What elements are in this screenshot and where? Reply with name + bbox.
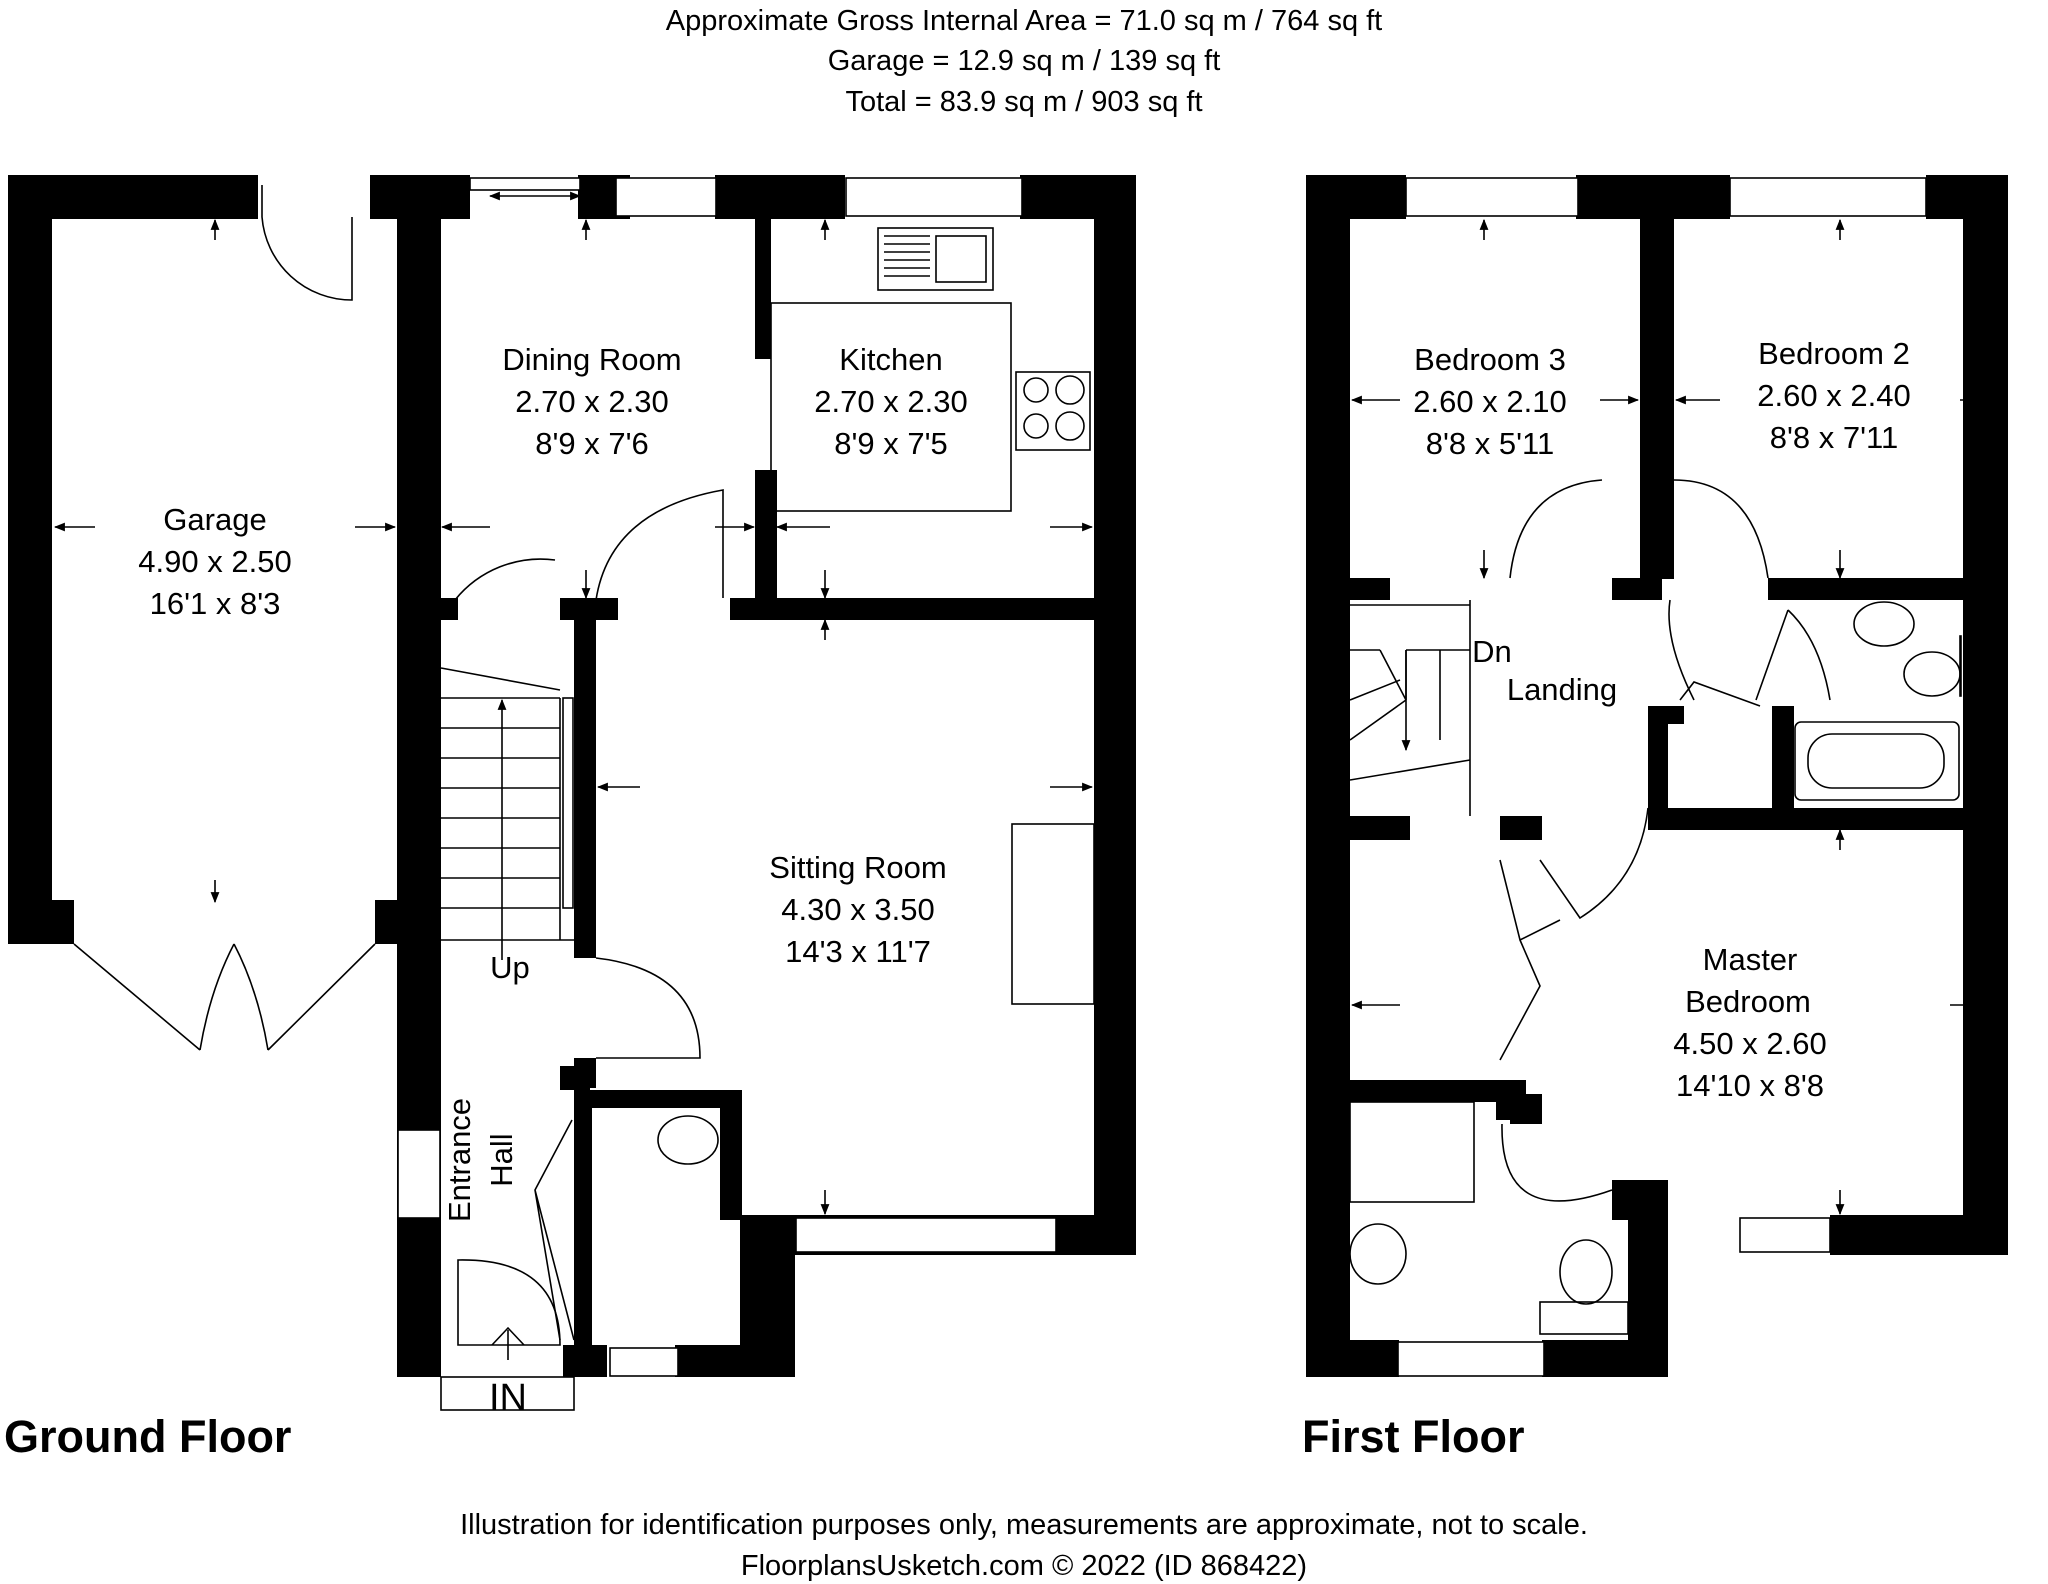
room-label-kitchen: Kitchen 2.70 x 2.30 8'9 x 7'5: [814, 342, 967, 461]
chimney-breast: [1011, 823, 1095, 1005]
ground-dimension-arrows: [53, 218, 1094, 1216]
room-label-sitting: Sitting Room 4.30 x 3.50 14'3 x 11'7: [769, 850, 946, 969]
ensuite-window: [1397, 1341, 1545, 1377]
ensuite-toilet-icon: [1559, 1239, 1613, 1305]
room-label-garage: Garage 4.90 x 2.50 16'1 x 8'3: [138, 502, 291, 621]
svg-text:Bedroom 3: Bedroom 3: [1414, 342, 1566, 377]
copyright-text: FloorplansUsketch.com © 2022 (ID 868422): [741, 1550, 1307, 1582]
bedroom2-door: [1673, 479, 1769, 579]
bedroom3-window: [1405, 177, 1579, 217]
patio-door: [469, 177, 581, 191]
svg-text:2.70 x 2.30: 2.70 x 2.30: [814, 384, 967, 419]
svg-text:4.90 x 2.50: 4.90 x 2.50: [138, 544, 291, 579]
svg-text:Master: Master: [1703, 942, 1798, 977]
garage-double-doors: [73, 943, 376, 1051]
ground-floor-title: Ground Floor: [4, 1411, 291, 1462]
svg-text:Sitting Room: Sitting Room: [769, 850, 946, 885]
svg-text:4.50 x 2.60: 4.50 x 2.60: [1673, 1026, 1826, 1061]
master-door: [1539, 807, 1649, 920]
room-label-bedroom2: Bedroom 2 2.60 x 2.40 8'8 x 7'11: [1757, 336, 1910, 455]
wc-door: [534, 1119, 575, 1341]
first-floor-title: First Floor: [1302, 1411, 1525, 1462]
ensuite-basin-icon: [1349, 1223, 1407, 1285]
bedroom2-window: [1729, 177, 1927, 217]
entrance-in-label: IN: [489, 1377, 527, 1419]
bath-icon: [1794, 721, 1960, 801]
svg-text:Entrance: Entrance: [442, 1098, 477, 1222]
svg-text:Bedroom 2: Bedroom 2: [1758, 336, 1910, 371]
landing-label: Landing: [1507, 672, 1617, 707]
room-label-dining: Dining Room 2.70 x 2.30 8'9 x 7'6: [502, 342, 681, 461]
ground-house-walls: [370, 175, 1136, 1377]
first-floor-plan: [1306, 175, 2008, 1377]
ensuite-door: [1501, 1123, 1613, 1202]
svg-text:Dining Room: Dining Room: [502, 342, 681, 377]
shower-icon: [1349, 1101, 1475, 1203]
entrance-door: [457, 1259, 561, 1346]
wc-basin-icon: [657, 1115, 719, 1165]
first-floor-walls: [1306, 175, 2008, 1377]
stairs-up-label: Up: [490, 950, 530, 985]
sitting-hall-door: [595, 957, 701, 1059]
kitchen-worktop: [770, 302, 1012, 512]
svg-text:8'9 x 7'5: 8'9 x 7'5: [834, 426, 948, 461]
svg-text:8'8 x 7'11: 8'8 x 7'11: [1770, 420, 1898, 455]
wardrobe-doors: [1499, 859, 1561, 1061]
sitting-room-door: [595, 489, 724, 601]
hall-door: [454, 558, 556, 601]
svg-text:8'9 x 7'6: 8'9 x 7'6: [535, 426, 649, 461]
dining-window: [615, 177, 717, 217]
hob-icon: [1015, 371, 1091, 451]
ground-floor-plan: [8, 175, 1136, 1411]
room-label-bedroom3: Bedroom 3 2.60 x 2.10 8'8 x 5'11: [1413, 342, 1566, 461]
svg-text:2.70 x 2.30: 2.70 x 2.30: [515, 384, 668, 419]
svg-text:16'1 x 8'3: 16'1 x 8'3: [150, 586, 281, 621]
svg-text:Hall: Hall: [484, 1133, 519, 1186]
garage-walls: [8, 175, 400, 944]
svg-text:Kitchen: Kitchen: [839, 342, 942, 377]
area-summary: Approximate Gross Internal Area = 71.0 s…: [666, 5, 1383, 118]
area-summary-total: Total = 83.9 sq m / 903 sq ft: [845, 86, 1202, 118]
svg-text:4.30 x 3.50: 4.30 x 3.50: [781, 892, 934, 927]
bathroom-basin-icon: [1853, 601, 1915, 647]
first-floor-stairs: [1349, 600, 1471, 816]
entrance-arrow: [491, 1326, 525, 1360]
entrance-step: [440, 1376, 575, 1411]
svg-text:Bedroom: Bedroom: [1685, 984, 1811, 1019]
bathroom-door: [1755, 609, 1831, 701]
svg-text:14'3 x 11'7: 14'3 x 11'7: [785, 934, 931, 969]
kitchen-window: [845, 177, 1023, 217]
svg-text:2.60 x 2.10: 2.60 x 2.10: [1413, 384, 1566, 419]
svg-text:Garage: Garage: [163, 502, 266, 537]
master-window: [1739, 1217, 1831, 1253]
disclaimer-text: Illustration for identification purposes…: [460, 1509, 1588, 1541]
svg-text:8'8 x 5'11: 8'8 x 5'11: [1426, 426, 1554, 461]
svg-text:14'10 x 8'8: 14'10 x 8'8: [1676, 1068, 1824, 1103]
stairs-down-label: Dn: [1472, 634, 1512, 669]
room-label-master: Master Bedroom 4.50 x 2.60 14'10 x 8'8: [1673, 942, 1826, 1103]
ground-stairs: [440, 667, 574, 960]
wc-window: [609, 1347, 679, 1377]
area-summary-garage: Garage = 12.9 sq m / 139 sq ft: [828, 45, 1221, 77]
sitting-window: [795, 1217, 1057, 1253]
bedroom3-door: [1509, 479, 1603, 579]
entrance-hall-label: Entrance Hall: [442, 1098, 519, 1222]
cupboard-door: [1668, 599, 1761, 707]
garage-side-door: [261, 185, 353, 301]
first-dimension-arrows: [1350, 218, 2000, 1216]
svg-text:2.60 x 2.40: 2.60 x 2.40: [1757, 378, 1910, 413]
area-summary-gross: Approximate Gross Internal Area = 71.0 s…: [666, 5, 1383, 37]
hall-window: [397, 1129, 441, 1219]
bathroom-toilet-icon: [1903, 651, 1961, 697]
